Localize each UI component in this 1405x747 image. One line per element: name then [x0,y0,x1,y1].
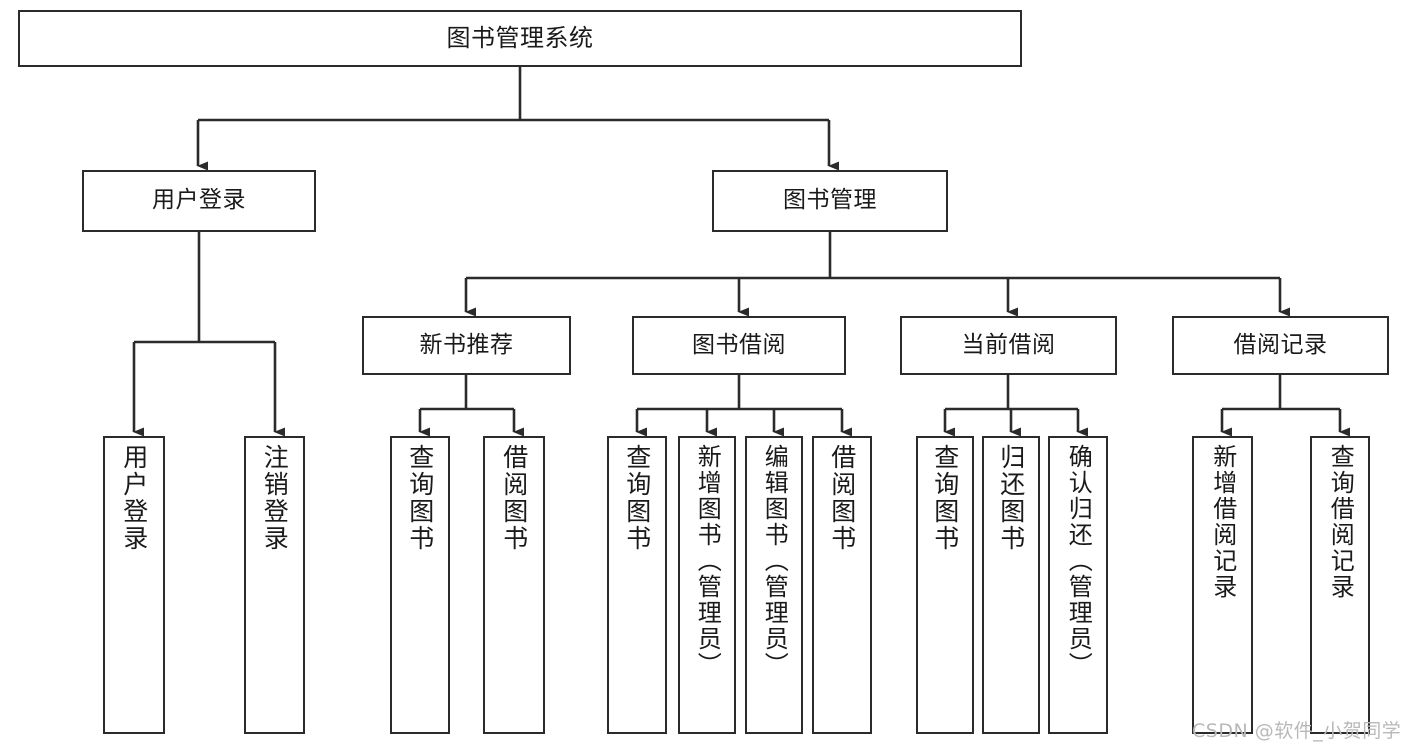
node-book-management[interactable]: 图书管理 [712,170,948,232]
node-label: 用户登录 [152,187,246,214]
leaf-user-login[interactable]: 用户登录 [103,436,165,734]
node-label: 新增借阅记录 [1208,444,1237,600]
node-root-system[interactable]: 图书管理系统 [18,10,1022,67]
node-new-book-recommend[interactable]: 新书推荐 [362,316,571,375]
node-label: 查询图书 [622,444,652,552]
node-label: 当前借阅 [961,331,1056,358]
leaf-query-book-current[interactable]: 查询图书 [916,436,974,734]
node-label: 注销登录 [260,444,290,552]
leaf-edit-book-admin[interactable]: 编辑图书（管理员） [745,436,803,734]
csdn-watermark: CSDN @软件_小贺同学 [1192,720,1402,742]
node-label: 用户登录 [119,444,149,552]
node-user-login[interactable]: 用户登录 [82,170,316,232]
node-book-borrow[interactable]: 图书借阅 [632,316,846,375]
node-label: 新书推荐 [419,331,514,358]
node-label: 确认归还（管理员） [1064,444,1093,678]
leaf-borrow-book[interactable]: 借阅图书 [812,436,872,734]
leaf-query-book-borrow[interactable]: 查询图书 [607,436,667,734]
node-label: 编辑图书（管理员） [760,444,789,678]
node-label: 查询借阅记录 [1326,444,1355,600]
node-label: 图书管理系统 [446,24,594,53]
node-label: 查询图书 [930,444,960,552]
leaf-confirm-return-admin[interactable]: 确认归还（管理员） [1048,436,1108,734]
node-label: 图书管理 [783,187,877,214]
leaf-add-borrow-record[interactable]: 新增借阅记录 [1192,436,1253,734]
node-label: 归还图书 [996,444,1026,552]
node-label: 新增图书（管理员） [693,444,722,678]
leaf-add-book-admin[interactable]: 新增图书（管理员） [678,436,736,734]
leaf-return-book[interactable]: 归还图书 [982,436,1040,734]
node-label: 借阅图书 [827,444,857,552]
node-label: 借阅记录 [1233,331,1328,358]
leaf-logout-login[interactable]: 注销登录 [244,436,305,734]
leaf-query-borrow-record[interactable]: 查询借阅记录 [1310,436,1370,734]
leaf-query-book-recommend[interactable]: 查询图书 [390,436,450,734]
node-borrow-record[interactable]: 借阅记录 [1172,316,1389,375]
node-label: 图书借阅 [692,331,786,358]
node-label: 借阅图书 [499,444,529,552]
node-label: 查询图书 [405,444,435,552]
node-current-borrow[interactable]: 当前借阅 [900,316,1117,375]
leaf-borrow-book-recommend[interactable]: 借阅图书 [483,436,545,734]
